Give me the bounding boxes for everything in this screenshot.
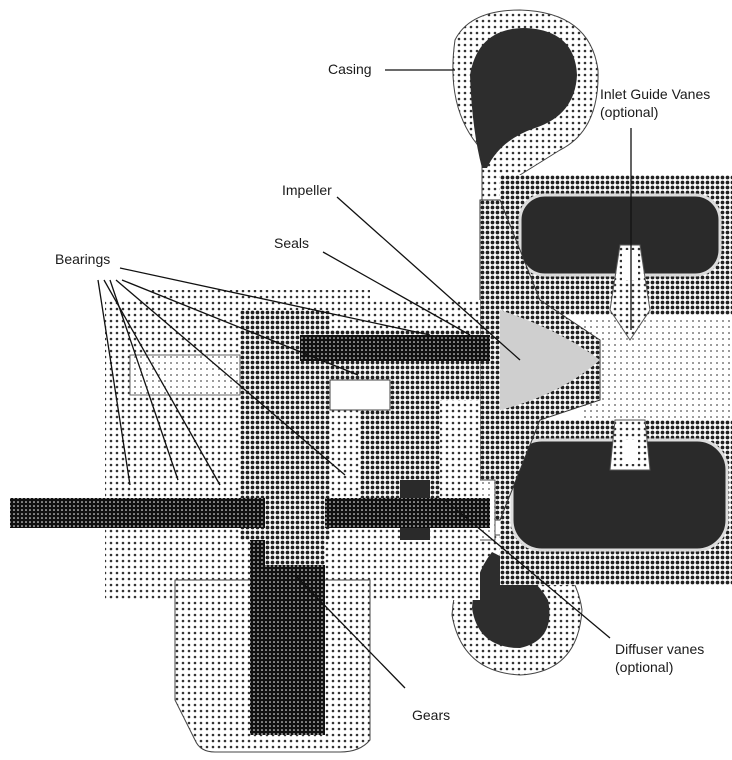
gear-box [174, 365, 371, 753]
gears-label: Gears [412, 707, 451, 723]
leader-lines [97, 69, 632, 689]
casing-label: Casing [328, 61, 372, 77]
inlet-guide-vanes-label: Inlet Guide Vanes [600, 86, 711, 102]
inlet-housing [500, 175, 732, 585]
bearings-label: Bearings [55, 251, 111, 267]
diffuser-vanes-label: Diffuser vanes [615, 641, 705, 657]
main-shaft [10, 335, 490, 528]
casing-volute-upper [452, 9, 599, 201]
seals-label: Seals [274, 235, 310, 251]
inlet-guide-vanes [609, 244, 651, 471]
diffuser-vanes-note: (optional) [615, 659, 674, 675]
inlet-guide-vanes-note: (optional) [600, 104, 659, 120]
impeller-label: Impeller [282, 182, 332, 198]
